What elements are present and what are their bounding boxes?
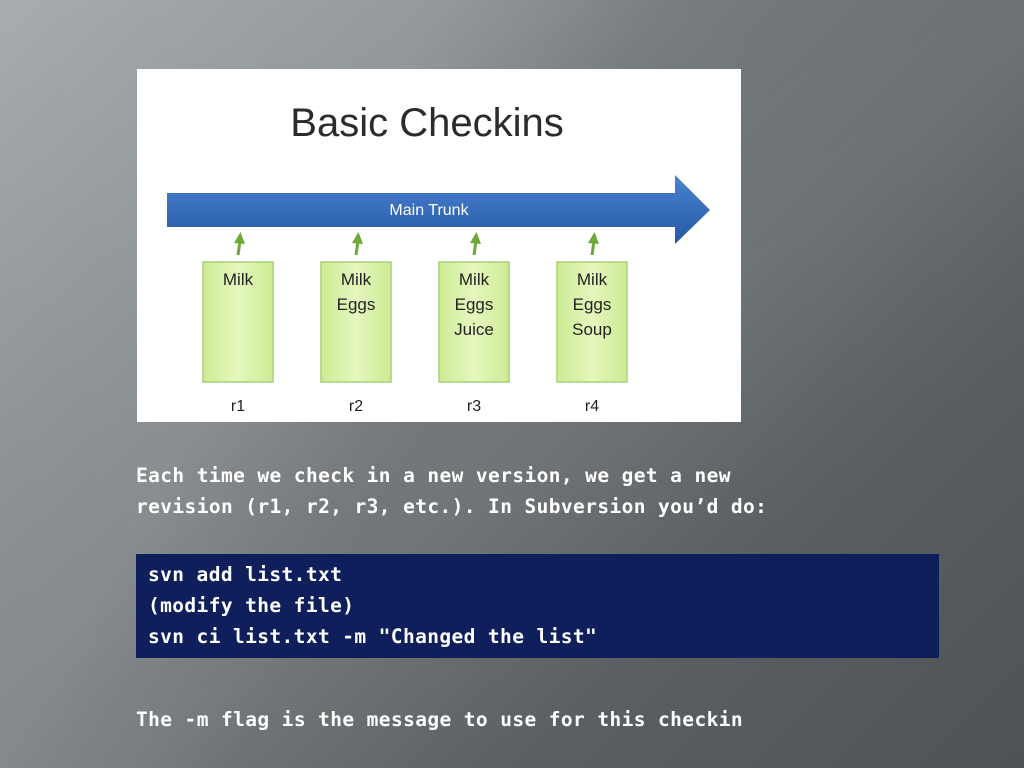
revision-item: Milk <box>459 270 490 289</box>
description-line-2: revision (r1, r2, r3, etc.). In Subversi… <box>136 494 768 518</box>
revision-box-r4 <box>556 261 628 383</box>
message-flag-note: The -m flag is the message to use for th… <box>136 708 743 731</box>
description-text: Each time we check in a new version, we … <box>136 461 966 522</box>
diagram-title: Basic Checkins <box>290 101 563 145</box>
code-line-2: (modify the file) <box>148 593 355 617</box>
revision-label-r3: r3 <box>467 398 481 415</box>
checkin-arrowhead-r3 <box>470 232 481 244</box>
revision-item: Milk <box>341 270 372 289</box>
revision-item: Milk <box>223 270 254 289</box>
code-line-1: svn add list.txt <box>148 563 343 586</box>
revision-label-r4: r4 <box>585 398 599 415</box>
revision-label-r1: r1 <box>231 398 245 415</box>
revision-item: Eggs <box>337 295 376 314</box>
diagram-canvas: Basic Checkins Main Trunk Milk r1 MilkEggs… <box>167 101 710 415</box>
revision-label-r2: r2 <box>349 398 363 415</box>
revision-r1: Milk r1 <box>202 232 274 415</box>
main-trunk-arrow <box>167 175 710 244</box>
revision-item: Eggs <box>455 295 494 314</box>
checkin-arrowhead-r1 <box>234 232 245 244</box>
revision-item: Soup <box>572 320 612 339</box>
code-block: svn add list.txt (modify the file) svn c… <box>136 554 939 658</box>
revision-item: Eggs <box>573 295 612 314</box>
revision-box-r1 <box>202 261 274 383</box>
revision-box-r2 <box>320 261 392 383</box>
main-trunk-label: Main Trunk <box>389 202 469 219</box>
description-line-1: Each time we check in a new version, we … <box>136 464 731 487</box>
revision-box-r3 <box>438 261 510 383</box>
revision-item: Juice <box>454 320 494 339</box>
checkin-arrowhead-r2 <box>352 232 363 244</box>
checkin-arrowhead-r4 <box>588 232 599 244</box>
code-line-3: svn ci list.txt -m "Changed the list" <box>148 624 598 648</box>
revision-item: Milk <box>577 270 608 289</box>
